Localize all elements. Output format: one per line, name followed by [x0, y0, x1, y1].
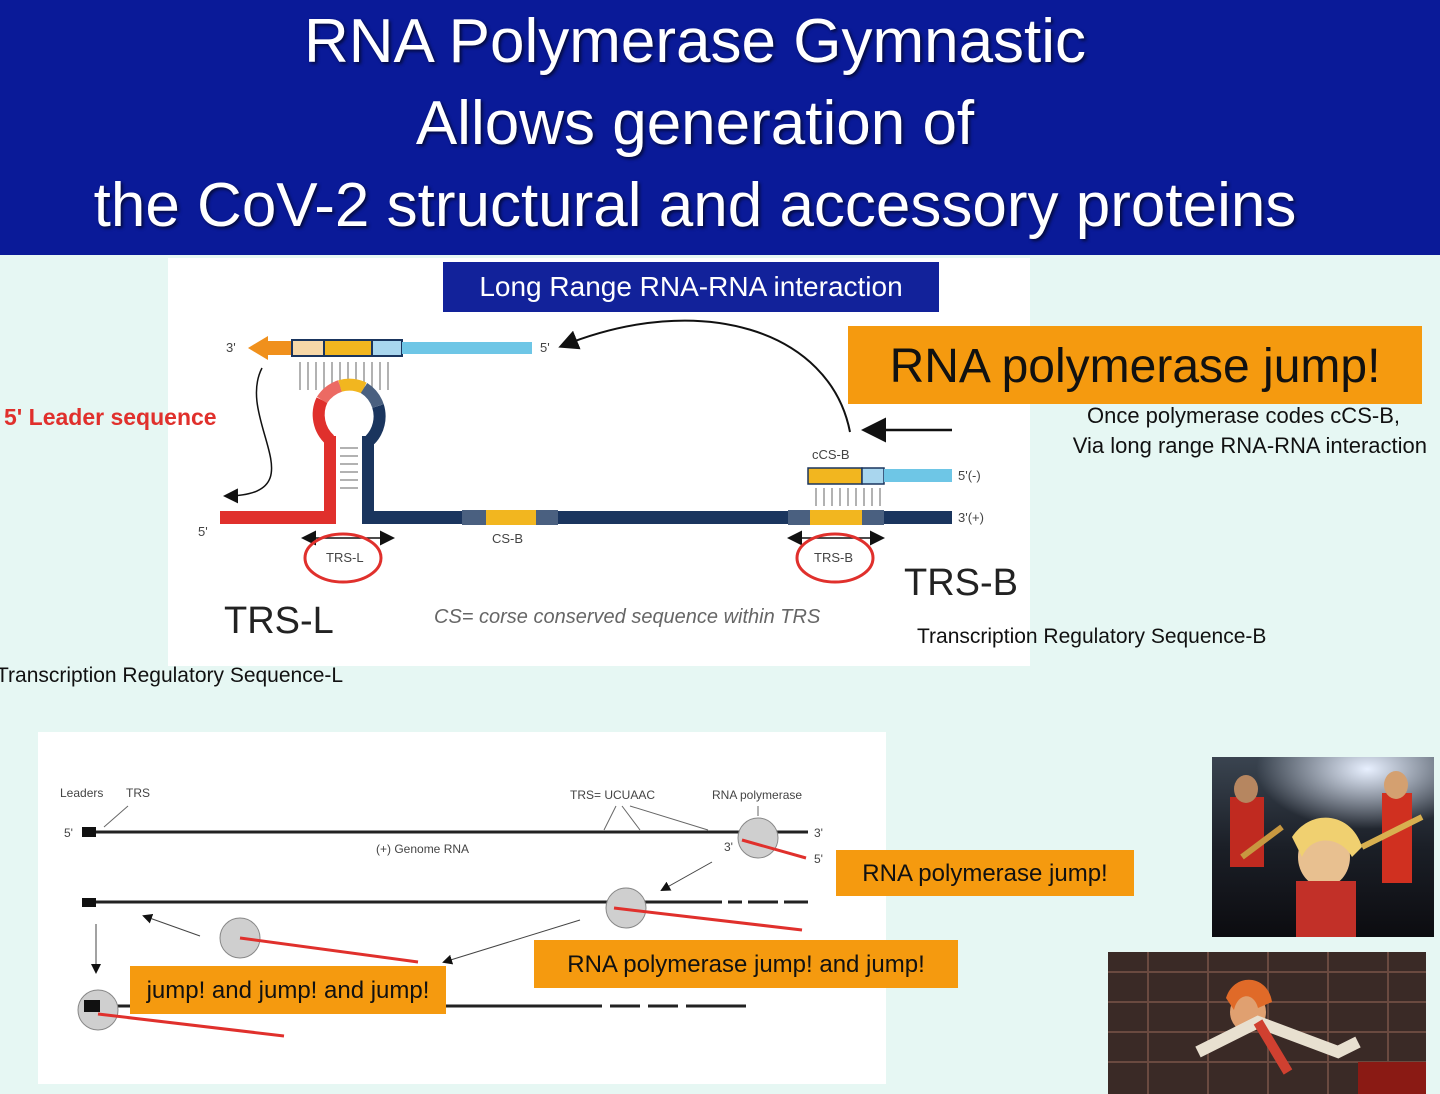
trs-b-left-cap: [788, 510, 810, 525]
polymerase-sphere-1: [737, 817, 779, 859]
leader-red-strand: [220, 511, 336, 524]
trs-b-heading: TRS-B: [904, 562, 1018, 604]
label-3prime-top: 3': [226, 340, 236, 355]
title-line-3: the CoV-2 structural and accessory prote…: [93, 171, 1297, 240]
nascent-red-4: [97, 1012, 285, 1038]
stem-red: [324, 436, 336, 516]
leader-block-1: [82, 827, 96, 837]
long-range-arc: [558, 319, 851, 433]
title-line-2: Allows generation of: [415, 89, 975, 158]
label-5prime-pol: 5': [814, 852, 823, 866]
label-genome-rna: (+) Genome RNA: [376, 842, 470, 856]
nascent-red-1: [741, 838, 807, 860]
long-range-interaction-box: Long Range RNA-RNA interaction: [443, 262, 939, 312]
leader-block-3: [84, 1000, 100, 1012]
label-3-plus: 3'(+): [958, 510, 984, 525]
concert-photo: [1212, 757, 1434, 937]
cs-b-gold: [486, 510, 536, 525]
trs-l-description: Transcription Regulatory Sequence-L: [0, 664, 344, 687]
trs-pointer-2: [621, 805, 641, 831]
label-trs-l-small: TRS-L: [326, 550, 364, 565]
label-5prime-b: 5': [64, 826, 73, 840]
title-line-1: RNA Polymerase Gymnastic: [303, 7, 1087, 76]
orange-arrow-head: [248, 336, 268, 360]
trs-l-heading: TRS-L: [224, 600, 334, 642]
cs-b-left-cap: [462, 510, 486, 525]
label-5prime-left: 5': [198, 524, 208, 539]
orange-arrow-shaft: [266, 341, 294, 355]
pairing-ticks-top: [299, 362, 389, 390]
leader-pointer: [103, 805, 129, 828]
label-trs: TRS: [126, 786, 150, 800]
cs-caption: CS= corse conserved sequence within TRS: [434, 606, 821, 628]
label-trs-b-small: TRS-B: [814, 550, 853, 565]
bottom-panel-bg: [38, 732, 886, 1084]
trs-pointer-3: [629, 805, 709, 831]
leader-copy-arrow: [223, 367, 273, 504]
loop-navy-arc: [365, 404, 386, 445]
polymerase-jump-callout: RNA polymerase jump!: [848, 326, 1422, 404]
note-line-2: Via long range RNA-RNA interaction: [1072, 433, 1427, 458]
pairing-ticks-right: [815, 488, 881, 506]
loop-seg-gold: [338, 378, 367, 394]
concert-photo-art: [1212, 757, 1434, 937]
aerial-jump-photo: [1108, 952, 1426, 1094]
title-banner: RNA Polymerase Gymnastic Allows generati…: [0, 0, 1440, 255]
label-5-minus: 5'(-): [958, 468, 981, 483]
jump-arrow-2: [442, 919, 581, 965]
cs-b-right-cap: [536, 510, 558, 525]
neg-strand-gold: [807, 467, 863, 485]
trs-b-description: Transcription Regulatory Sequence-B: [917, 625, 1267, 648]
loop-seg-slate: [360, 382, 384, 409]
aerial-jump-photo-art: [1108, 952, 1426, 1094]
callout-jump-3: jump! and jump! and jump!: [130, 966, 446, 1014]
neg-strand-light: [861, 467, 885, 485]
trs-l-circle: [303, 532, 383, 584]
loop-seg-salmon: [316, 380, 343, 404]
leader-sequence-label: 5' Leader sequence: [4, 404, 217, 430]
top-strand-blue: [402, 342, 532, 354]
stem-navy: [362, 436, 374, 516]
trs-b-right-cap: [862, 510, 884, 525]
loop-red-arc: [312, 397, 335, 445]
label-3prime-b: 3': [814, 826, 823, 840]
trs-b-gold: [810, 510, 862, 525]
jump-arrow-3: [142, 913, 201, 937]
label-leaders: Leaders: [60, 786, 104, 800]
label-rna-polymerase: RNA polymerase: [712, 788, 803, 802]
stem-pair-ticks: [340, 447, 358, 489]
leader-block-2: [82, 898, 96, 907]
top-strand-seg-1: [291, 339, 325, 357]
note-line-1: Once polymerase codes cCS-B,: [1086, 403, 1400, 428]
top-strand-seg-3: [371, 339, 403, 357]
nascent-red-2: [613, 906, 803, 932]
trs-pointer-1: [603, 805, 617, 831]
label-ccs-b: cCS-B: [812, 447, 850, 462]
top-strand-seg-2: [323, 339, 373, 357]
neg-strand-blue: [884, 469, 952, 482]
label-trs-seq: TRS= UCUAAC: [570, 788, 656, 802]
label-cs-b: CS-B: [492, 531, 524, 546]
callout-jump-2: RNA polymerase jump! and jump!: [534, 940, 958, 988]
label-3prime-pol: 3': [724, 840, 733, 854]
trs-b-circle: [795, 532, 875, 584]
nascent-red-3: [239, 936, 419, 964]
label-5prime-top: 5': [540, 340, 550, 355]
jump-arrow-1: [660, 861, 713, 891]
callout-jump-1: RNA polymerase jump!: [836, 850, 1134, 896]
